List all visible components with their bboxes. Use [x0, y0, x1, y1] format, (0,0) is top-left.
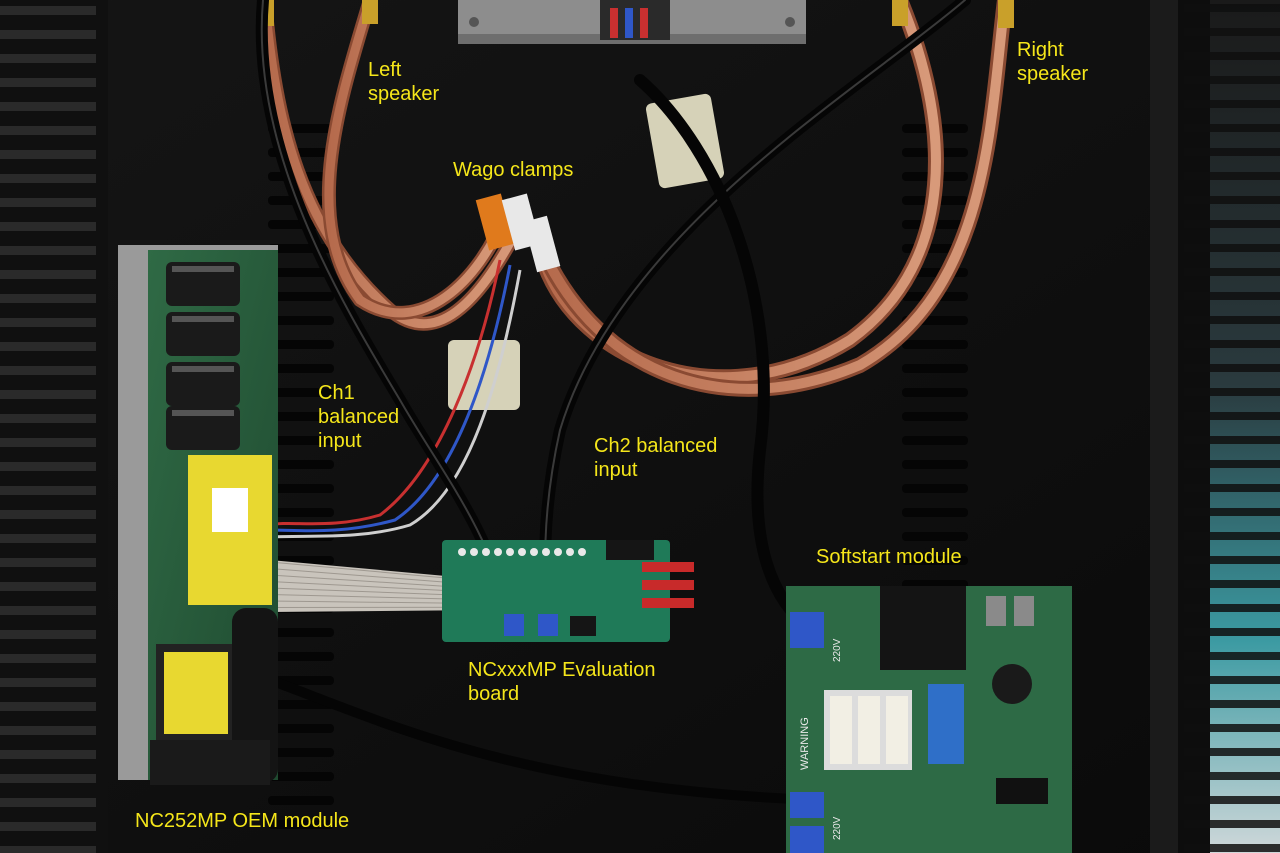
softstart-warning-text: WARNING — [799, 717, 811, 770]
evaluation-board — [442, 540, 694, 642]
label-softstart-text: Softstart module — [816, 546, 962, 568]
label-eval-board-line1: NCxxxMP Evaluation — [468, 659, 656, 681]
label-left-speaker-line2: speaker — [368, 83, 440, 105]
label-right-speaker-line1: Right — [1017, 39, 1064, 61]
label-right-speaker: Right speaker — [1017, 38, 1088, 86]
label-left-speaker-line1: Left — [368, 59, 402, 81]
oem-module — [118, 245, 278, 785]
label-wago-clamps-text: Wago clamps — [453, 159, 574, 181]
label-ch1-line1: Ch1 — [318, 382, 355, 404]
softstart-voltage-bottom: 220V — [832, 816, 843, 840]
label-eval-board: NCxxxMP Evaluation board — [468, 658, 655, 706]
wago-clamps — [475, 193, 561, 273]
label-eval-board-line2: board — [468, 683, 520, 705]
left-heatsink — [0, 0, 108, 853]
label-ch1-line2: balanced — [318, 406, 400, 428]
signal-wires — [269, 259, 522, 539]
label-softstart: Softstart module — [816, 545, 962, 569]
softstart-voltage-top: 220V — [832, 638, 843, 662]
label-ch2-line2: input — [594, 459, 638, 481]
right-heatsink — [1150, 0, 1280, 853]
label-ch1-input: Ch1 balanced input — [318, 381, 399, 453]
label-ch1-line3: input — [318, 430, 362, 452]
input-bracket — [458, 0, 806, 44]
label-wago-clamps: Wago clamps — [453, 158, 573, 182]
label-right-speaker-line2: speaker — [1017, 63, 1089, 85]
label-ch2-line1: Ch2 balanced — [594, 435, 718, 457]
label-oem-module: NC252MP OEM module — [135, 809, 349, 833]
label-oem-module-text: NC252MP OEM module — [135, 810, 350, 832]
softstart-module: WARNING 220V 220V — [786, 586, 1072, 853]
label-left-speaker: Left speaker — [368, 58, 439, 106]
label-ch2-input: Ch2 balanced input — [594, 434, 717, 482]
